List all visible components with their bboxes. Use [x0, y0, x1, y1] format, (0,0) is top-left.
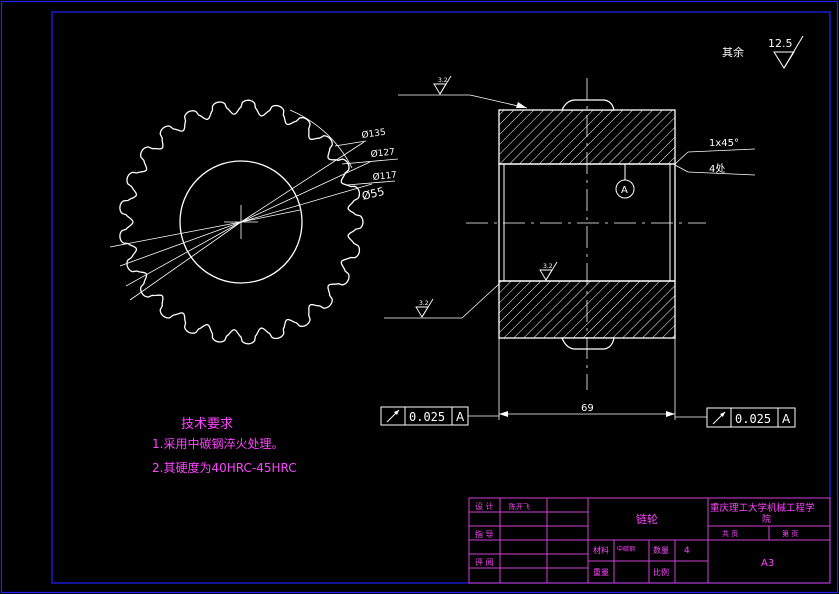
- sprocket-front-view: Ø135 Ø127 Ø117 Ø55: [109, 99, 399, 345]
- review-label: 评 阅: [475, 558, 494, 567]
- qty-label: 数量: [653, 545, 669, 555]
- roughness-other-symbol: [773, 51, 795, 69]
- design-name: 陈开飞: [509, 502, 530, 511]
- dim-d117: Ø117: [372, 170, 397, 183]
- guide-label: 指 导: [475, 529, 494, 539]
- outer-dim-arc: [289, 109, 353, 169]
- qty-value: 4: [684, 546, 690, 556]
- roughness-top-symbol: [433, 83, 447, 95]
- datum-a-label: A: [621, 185, 628, 196]
- dim-d55: Ø55: [361, 185, 386, 203]
- keyway-top: [561, 99, 615, 111]
- tech-title: 技术要求: [181, 417, 233, 432]
- tech-line-2: 2.其硬度为40HRC-45HRC: [152, 460, 297, 475]
- roughness-left-symbol: [415, 306, 429, 318]
- tolerance-right-datum: A: [782, 412, 791, 426]
- pages-total: 共 页: [722, 529, 738, 538]
- tolerance-frame-right: 0.025 A: [675, 407, 796, 428]
- title-block: [468, 497, 831, 584]
- tolerance-left-datum: A: [456, 410, 465, 424]
- section-view: A 1x45° 4处 69 3.2 3.2 3.2: [384, 75, 756, 420]
- tolerance-right-value: 0.025: [735, 412, 771, 426]
- tolerance-left-value: 0.025: [409, 410, 445, 424]
- roughness-bore-symbol: [539, 269, 553, 281]
- dim-d127: Ø127: [370, 147, 395, 160]
- keyway-bottom: [561, 337, 615, 350]
- roughness-top-value: 3.2: [438, 77, 448, 84]
- material-label: 材料: [593, 545, 609, 555]
- design-label: 设 计: [475, 501, 494, 511]
- school-line-2: 院: [762, 513, 771, 525]
- material-value: 中碳钢: [617, 545, 635, 553]
- general-roughness: 其余 12.5: [722, 35, 804, 69]
- roughness-left-value: 3.2: [419, 300, 429, 307]
- sprocket-outline: [119, 99, 364, 345]
- school-line-1: 重庆理工大学机械工程学: [710, 502, 815, 514]
- tech-line-1: 1.采用中碳钢淬火处理。: [152, 436, 283, 451]
- width-dim-label: 69: [581, 403, 594, 414]
- title-block-text: 设 计 陈开飞 指 导 评 阅 链轮 重庆理工大学机械工程学 院 共 页 第 页…: [475, 501, 815, 577]
- scale-label: 比例: [653, 567, 669, 577]
- roughness-other-value: 12.5: [768, 37, 793, 50]
- roughness-other-label: 其余: [722, 45, 744, 59]
- part-name: 链轮: [636, 512, 658, 526]
- roughness-bore-value: 3.2: [543, 263, 553, 270]
- technical-requirements: 技术要求 1.采用中碳钢淬火处理。 2.其硬度为40HRC-45HRC: [152, 417, 297, 475]
- sheet-size: A3: [761, 558, 774, 569]
- pages-current: 第 页: [782, 529, 798, 538]
- chamfer-count-label: 4处: [709, 163, 725, 175]
- chamfer-label: 1x45°: [709, 138, 739, 149]
- weight-label: 重量: [593, 567, 609, 577]
- inner-border: [51, 11, 831, 584]
- dim-d135: Ø135: [361, 127, 387, 141]
- bore-circle: [179, 160, 303, 284]
- tolerance-frame-left: 0.025 A: [380, 406, 499, 426]
